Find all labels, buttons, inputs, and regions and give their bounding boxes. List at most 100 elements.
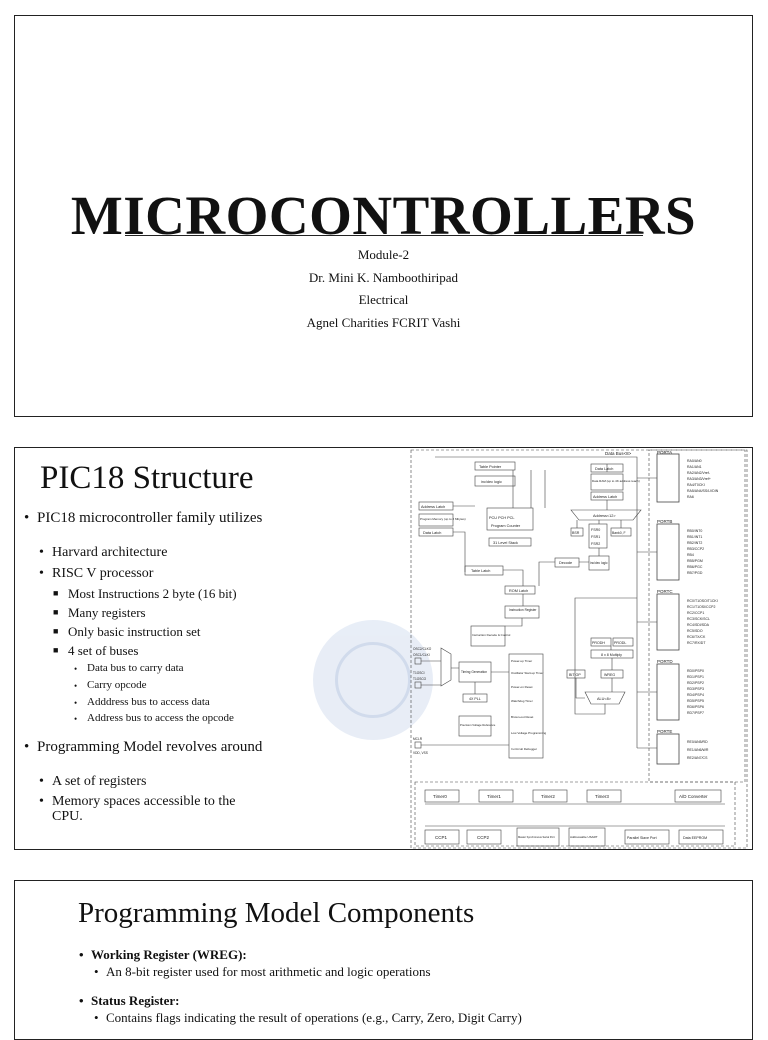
clock-path-lines: [421, 660, 509, 746]
bullet-dot-icon: •: [39, 774, 44, 789]
svg-text:Timer0: Timer0: [433, 794, 447, 799]
svg-text:PRODL: PRODL: [614, 641, 626, 645]
svg-text:Timer1: Timer1: [487, 794, 501, 799]
rom-latch-block: [504, 585, 536, 595]
bullet-dot-icon: •: [74, 698, 78, 708]
svg-text:FSR2: FSR2: [591, 542, 600, 546]
svg-text:A/D Converter: A/D Converter: [679, 794, 708, 799]
svg-text:RB0/INT0: RB0/INT0: [687, 529, 702, 533]
svg-text:T1OSCO: T1OSCO: [413, 677, 427, 681]
svg-text:FSR1: FSR1: [591, 535, 600, 539]
ccp1-block: [424, 829, 460, 845]
svg-text:RB7/PGD: RB7/PGD: [687, 571, 703, 575]
svg-text:RD7/PSP7: RD7/PSP7: [687, 711, 704, 715]
osc-pin: [414, 657, 422, 665]
square-bullet-icon: ■: [53, 588, 59, 598]
svg-text:RB4: RB4: [687, 553, 694, 557]
svg-text:CCP1: CCP1: [435, 835, 448, 840]
mclr-pin: [414, 741, 422, 749]
svg-text:inc/dec logic: inc/dec logic: [590, 561, 608, 565]
title-underline: [125, 235, 643, 236]
svg-text:Brown-out Reset: Brown-out Reset: [511, 715, 534, 719]
bullet-dot-icon: •: [94, 964, 99, 979]
svg-text:RA1/AN1: RA1/AN1: [687, 465, 702, 469]
stack-block: [488, 537, 532, 547]
program-memory-block: [418, 513, 454, 527]
svg-text:RC0/T1OSO/T1CKI: RC0/T1OSO/T1CKI: [687, 599, 718, 603]
svg-text:FSR0: FSR0: [591, 528, 600, 532]
svg-text:RE1/AN6/WR: RE1/AN6/WR: [687, 748, 709, 752]
svg-text:RA6: RA6: [687, 495, 694, 499]
department: Electrical: [358, 292, 409, 307]
bullet-dot-icon: •: [74, 664, 78, 674]
svg-text:ALU<8>: ALU<8>: [597, 697, 612, 701]
svg-text:Program Counter: Program Counter: [491, 524, 521, 528]
svg-text:Bank0, F: Bank0, F: [612, 531, 626, 535]
psp-block: [624, 829, 670, 845]
svg-text:In-Circuit Debugger: In-Circuit Debugger: [511, 747, 537, 751]
timer1-block: [478, 789, 514, 803]
svg-text:8 x 8 Multiply: 8 x 8 Multiply: [601, 653, 622, 657]
alu-shape: [584, 691, 626, 705]
sub-bullet: • Harvard architecture: [39, 545, 168, 560]
bullet-dot-icon: •: [74, 714, 78, 724]
usart-block: [568, 827, 606, 847]
portd-block: PORTD RD0/PSP0 RD1/PSP1 RD2/PSP2 RD3/PSP…: [656, 659, 704, 721]
svg-text:RD3/PSP3: RD3/PSP3: [687, 687, 704, 691]
svg-text:Power-on Reset: Power-on Reset: [511, 685, 533, 689]
sub-sub-bullet: ■ 4 set of buses: [53, 643, 139, 658]
svg-text:RA5/AN4/SS/LVDIN: RA5/AN4/SS/LVDIN: [687, 489, 719, 493]
svg-text:Timer3: Timer3: [595, 794, 609, 799]
table-pointer-block: [474, 461, 516, 471]
decode-block: [554, 557, 580, 568]
instruction-decode-block: [470, 625, 506, 647]
svg-text:Power-up Timer: Power-up Timer: [511, 659, 532, 663]
data-path-lines: [538, 464, 622, 586]
porte-block: PORTE RE0/AN5/RD RE1/AN6/WR RE2/AN7/CS: [656, 729, 709, 765]
svg-text:BSR: BSR: [572, 531, 580, 535]
square-bullet-icon: ■: [53, 626, 59, 636]
sub-bullet: • A set of registers: [39, 774, 147, 789]
svg-text:RD0/PSP0: RD0/PSP0: [687, 669, 704, 673]
square-bullet-icon: ■: [53, 607, 59, 617]
sub-bullet: • An 8-bit register used for most arithm…: [94, 964, 431, 979]
svg-text:Address Latch: Address Latch: [421, 505, 445, 509]
bus-bullet: • Address bus to access the opcode: [74, 712, 234, 724]
slide-title: Programming Model Components: [78, 897, 475, 929]
svg-text:RD6/PSP6: RD6/PSP6: [687, 705, 704, 709]
svg-text:RD1/PSP1: RD1/PSP1: [687, 675, 704, 679]
reset-column: [508, 653, 544, 759]
square-bullet-icon: ■: [53, 645, 59, 655]
svg-text:OSC1/CLKI: OSC1/CLKI: [413, 653, 430, 657]
author-name: Dr. Mini K. Namboothiripad: [308, 269, 459, 285]
bus-bullet: • Carry opcode: [74, 679, 147, 691]
bullet: • Working Register (WREG):: [79, 947, 247, 962]
svg-text:RD4/PSP4: RD4/PSP4: [687, 693, 704, 697]
svg-text:RC7/RX/DT: RC7/RX/DT: [687, 641, 706, 645]
sub-bullet: • RISC V processor: [39, 566, 154, 581]
svg-text:CCP2: CCP2: [477, 835, 490, 840]
svg-text:PRODH: PRODH: [592, 641, 605, 645]
bullet-dot-icon: •: [79, 993, 84, 1008]
bullet-dot-icon: •: [79, 947, 84, 962]
svg-text:Table Pointer: Table Pointer: [479, 465, 502, 469]
svg-text:31 Level Stack: 31 Level Stack: [493, 541, 518, 545]
svg-text:PORTD: PORTD: [657, 659, 673, 664]
svg-text:Oscillator Start-up Timer: Oscillator Start-up Timer: [511, 671, 543, 675]
portc-block: PORTC RC0/T1OSO/T1CKI RC1/T1OSI/CCP2 RC2…: [656, 589, 718, 651]
slide-title: MICROCONTROLLERS: [70, 185, 697, 246]
osc-mux: [440, 647, 452, 687]
bus-bullet: • Adddress bus to access data: [74, 696, 210, 708]
prodh-block: [590, 637, 612, 647]
svg-text:RE0/AN5/RD: RE0/AN5/RD: [687, 740, 708, 744]
svg-text:RB2/INT2: RB2/INT2: [687, 541, 702, 545]
programming-model-slide: Programming Model Components • Working R…: [14, 880, 753, 1040]
svg-text:RB1/INT1: RB1/INT1: [687, 535, 702, 539]
svg-text:Data Latch: Data Latch: [423, 531, 441, 535]
svg-text:RA2/AN2/Vref-: RA2/AN2/Vref-: [687, 471, 711, 475]
svg-text:Data Latch: Data Latch: [595, 467, 613, 471]
t1-pin: [414, 681, 422, 689]
adc-block: [674, 789, 722, 803]
diagram-frame: [410, 449, 748, 849]
svg-text:Instruction Decode & Control: Instruction Decode & Control: [472, 633, 511, 637]
